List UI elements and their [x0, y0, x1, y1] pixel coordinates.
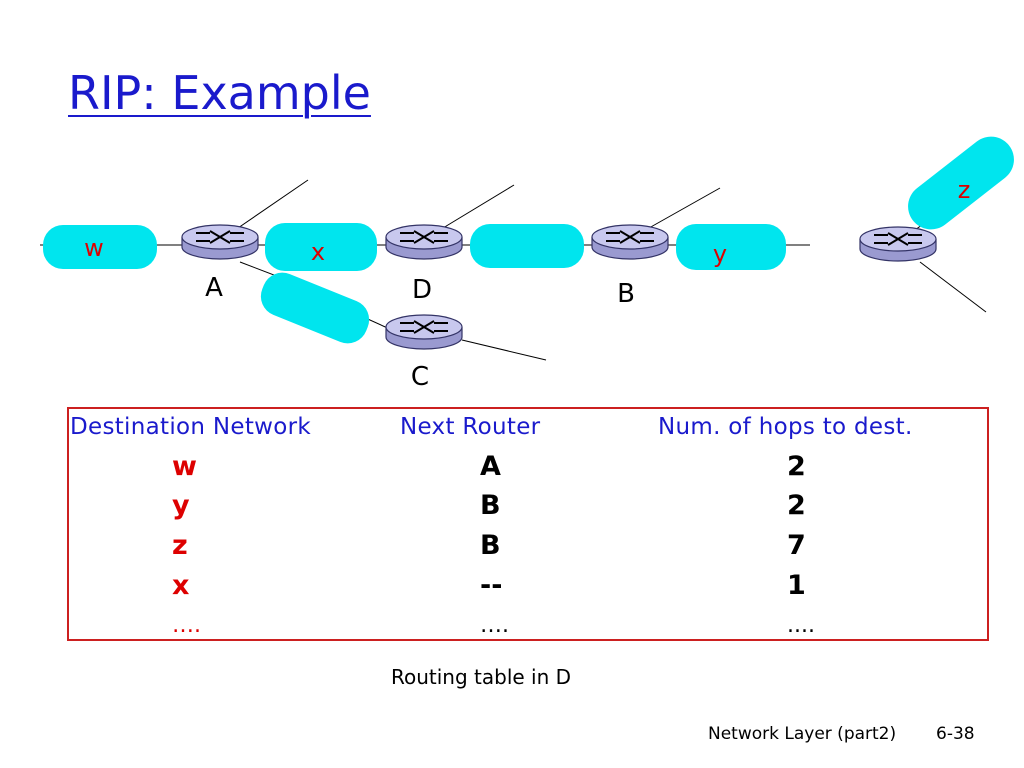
table-cell-hops: 2: [787, 490, 806, 521]
network-label-z: z: [958, 176, 971, 204]
network-label-x: x: [311, 238, 325, 266]
router-a-icon: [181, 224, 259, 260]
table-cell-next: B: [480, 530, 501, 561]
network-z: [908, 136, 1014, 230]
table-cell-dest: z: [172, 530, 188, 561]
table-caption: Routing table in D: [391, 665, 572, 689]
router-c-icon: [385, 314, 463, 350]
router-labels: A D B C: [205, 273, 635, 392]
network-y: [676, 224, 786, 270]
table-cell-hops: 7: [787, 530, 806, 561]
router-label-a: A: [205, 273, 223, 303]
table-cell-dest: ….: [172, 613, 201, 638]
stub-e: [919, 261, 987, 313]
stub-c: [461, 339, 547, 361]
stub-b: [648, 187, 721, 229]
table-cell-dest: y: [172, 490, 190, 521]
table-cell-hops: 2: [787, 451, 806, 482]
table-cell-next: ….: [480, 613, 509, 638]
network-ac: [260, 272, 370, 344]
network-db: [470, 224, 584, 268]
router-label-d: D: [412, 275, 432, 305]
network-label-w: w: [84, 234, 104, 262]
links: [40, 179, 987, 361]
networks: [43, 136, 1014, 344]
header-next-router: Next Router: [400, 414, 541, 440]
router-label-b: B: [617, 279, 635, 309]
network-w: [43, 225, 157, 269]
network-x: [265, 223, 377, 271]
footer-section: Network Layer (part2): [708, 724, 897, 744]
table-cell-next: --: [480, 570, 503, 601]
network-diagram: w x y z A D B C: [40, 136, 1014, 392]
header-hops: Num. of hops to dest.: [658, 414, 913, 440]
network-labels: w x y z: [84, 176, 970, 268]
page-title: RIP: Example: [68, 66, 371, 120]
router-d-icon: [385, 224, 463, 260]
routing-table: Destination Network Next Router Num. of …: [67, 407, 989, 641]
router-b-icon: [591, 224, 669, 260]
table-cell-hops: 1: [787, 570, 806, 601]
router-e-icon: [859, 226, 937, 262]
header-destination: Destination Network: [70, 414, 312, 440]
router-label-c: C: [411, 362, 429, 392]
stub-d: [442, 184, 515, 229]
table-cell-dest: x: [172, 570, 190, 601]
network-label-y: y: [713, 240, 727, 268]
table-cell-dest: w: [172, 451, 197, 482]
table-cell-next: A: [480, 451, 501, 482]
footer-page-number: 6-38: [936, 724, 975, 744]
table-cell-hops: ....: [787, 613, 815, 638]
stub-a: [237, 179, 309, 229]
table-cell-next: B: [480, 490, 501, 521]
